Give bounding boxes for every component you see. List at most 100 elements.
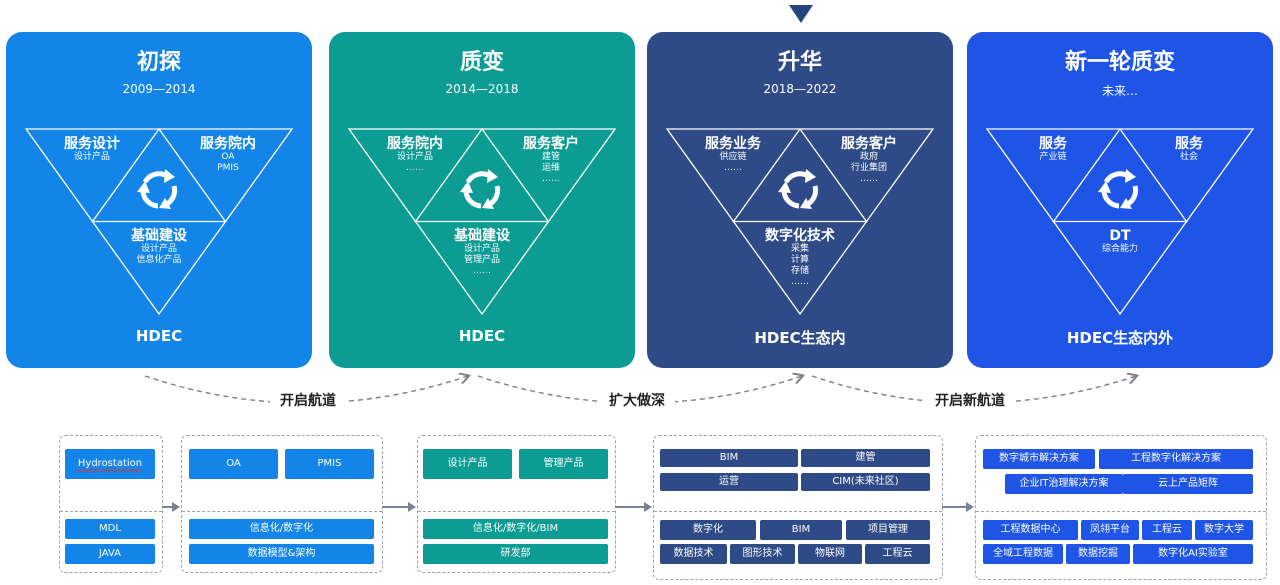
box-global-eng-data: 全域工程数据 — [983, 544, 1063, 564]
group-arrows — [162, 502, 974, 512]
stage-left-label: 服务产业链 — [1039, 136, 1067, 163]
box-management-product: 管理产品 — [519, 449, 608, 479]
stage-left-label: 服务院内设计产品…… — [387, 136, 443, 174]
stage-title: 初探 — [136, 50, 181, 75]
stage-right-label-head: 服务 — [1175, 136, 1203, 152]
stage-right-label-head: 服务客户 — [523, 136, 579, 152]
stage-footer: HDEC — [458, 327, 506, 345]
stage-left-label-head: 服务 — [1039, 136, 1067, 152]
stage-left-label-head: 服务业务 — [705, 136, 761, 152]
current-stage-pointer — [789, 5, 813, 23]
stage-right-label-sub: 建管 — [541, 152, 560, 162]
box-eng-digital-solution: 工程数字化解决方案 — [1099, 449, 1253, 469]
box-fengling-platform: 凤翎平台 — [1081, 520, 1139, 540]
box-rd-dept: 研发部 — [423, 544, 608, 564]
box-bim-2: BIM — [760, 520, 842, 540]
stage-right-label-sub: 政府 — [859, 152, 878, 162]
stage-left-label: 服务设计设计产品 — [64, 136, 120, 163]
box-eng-cloud: 工程云 — [865, 544, 930, 564]
stage-bottom-label-sub: …… — [791, 277, 809, 287]
stage-bottom-label-head: 基础建设 — [131, 228, 187, 244]
stage-title: 升华 — [777, 50, 822, 75]
capability-group-1: Hydrostation MDL JAVA — [59, 435, 163, 573]
stage-left-label-sub: 供应链 — [719, 152, 747, 162]
box-project-mgmt: 项目管理 — [846, 520, 930, 540]
box-iot: 物联网 — [798, 544, 862, 564]
box-cim: CIM(未来社区) — [801, 473, 930, 491]
stage-bottom-label-head: DT — [1109, 228, 1131, 244]
box-oa: OA — [189, 449, 278, 479]
stage-footer: HDEC生态内外 — [1066, 329, 1174, 347]
stage-bottom-label-sub: 计算 — [790, 255, 809, 265]
box-data-tech: 数据技术 — [660, 544, 727, 564]
refresh-cycle-icon — [778, 169, 819, 209]
stage-years: 2009—2014 — [122, 82, 196, 96]
stage-left-label-sub: …… — [406, 163, 424, 173]
stage-bottom-label-head: 数字化技术 — [765, 228, 835, 244]
stage-bottom-label: 基础建设设计产品信息化产品 — [131, 228, 187, 266]
stage-bottom-label: 数字化技术采集计算存储…… — [765, 228, 835, 288]
box-bim: BIM — [660, 449, 798, 467]
box-java: JAVA — [65, 544, 155, 564]
group-divider — [418, 511, 615, 512]
box-hydrostation: Hydrostation — [65, 449, 155, 479]
group-divider — [976, 511, 1266, 512]
stage-left-label-sub: 设计产品 — [73, 152, 110, 162]
capability-group-3: 设计产品 管理产品 信息化/数字化/BIM 研发部 — [417, 435, 616, 573]
box-hydrostation-label: Hydrostation — [77, 458, 143, 469]
stage-triangle — [24, 127, 294, 316]
box-eng-cloud-2: 工程云 — [1142, 520, 1192, 540]
box-data-model: 数据模型&架构 — [189, 544, 374, 564]
stage-bottom-label-sub: 管理产品 — [463, 255, 500, 265]
stage-bottom-label-sub: 设计产品 — [140, 244, 177, 254]
stage-right-label-sub: 运维 — [541, 163, 560, 173]
stage-left-label-sub: …… — [724, 163, 742, 173]
group-divider — [60, 511, 162, 512]
box-construction-mgmt: 建管 — [801, 449, 930, 467]
stage-bottom-label-sub: …… — [473, 266, 491, 276]
box-informatization: 信息化/数字化 — [189, 519, 374, 539]
box-ai-lab: 数字化AI实验室 — [1133, 544, 1253, 564]
stage-right-label: 服务客户建管运维…… — [523, 136, 579, 185]
box-digitalization: 数字化 — [660, 520, 756, 540]
stage-bottom-label-sub: 综合能力 — [1101, 244, 1139, 254]
refresh-cycle-icon — [137, 169, 178, 209]
stage-bottom-label: 基础建设设计产品管理产品…… — [454, 228, 510, 277]
stage-right-label-sub: 行业集团 — [850, 163, 887, 173]
refresh-cycle-icon — [460, 169, 501, 209]
stage-years: 未来… — [1101, 84, 1138, 98]
stage-title: 质变 — [459, 50, 504, 75]
stage-triangle — [665, 127, 935, 316]
stage-bottom-label-head: 基础建设 — [454, 228, 510, 244]
stage-triangle — [985, 127, 1255, 316]
stage-triangle — [347, 127, 617, 316]
box-mdl: MDL — [65, 519, 155, 539]
box-pmis: PMIS — [285, 449, 374, 479]
stage-title: 新一轮质变 — [1064, 50, 1175, 75]
box-data-mining: 数据挖掘 — [1066, 544, 1130, 564]
stage-right-label-sub: OA — [221, 152, 235, 162]
stage-left-label-sub: 设计产品 — [396, 152, 433, 162]
stage-years: 2018—2022 — [763, 82, 837, 96]
transition-label-1: 开启航道 — [270, 388, 346, 414]
transition-label-3: 开启新航道 — [925, 388, 1015, 414]
stage-right-label-sub: PMIS — [217, 163, 239, 173]
group-divider — [182, 511, 382, 512]
transition-label-2: 扩大做深 — [599, 388, 675, 414]
stage-right-label: 服务社会 — [1175, 136, 1203, 163]
stage-years: 2014—2018 — [445, 82, 519, 96]
capability-group-4: BIM 建管 运营 CIM(未来社区) 数字化 BIM 项目管理 数据技术 图形… — [653, 435, 943, 580]
refresh-cycle-icon — [1098, 169, 1139, 209]
stage-right-label-sub: 社会 — [1179, 152, 1198, 162]
stage-footer: HDEC — [135, 327, 183, 345]
box-it-governance: 企业IT治理解决方案 — [1005, 474, 1123, 494]
stage-left-label-sub: 产业链 — [1039, 152, 1067, 162]
box-digital-university: 数字大学 — [1195, 520, 1253, 540]
box-digital-city: 数字城市解决方案 — [983, 449, 1095, 469]
